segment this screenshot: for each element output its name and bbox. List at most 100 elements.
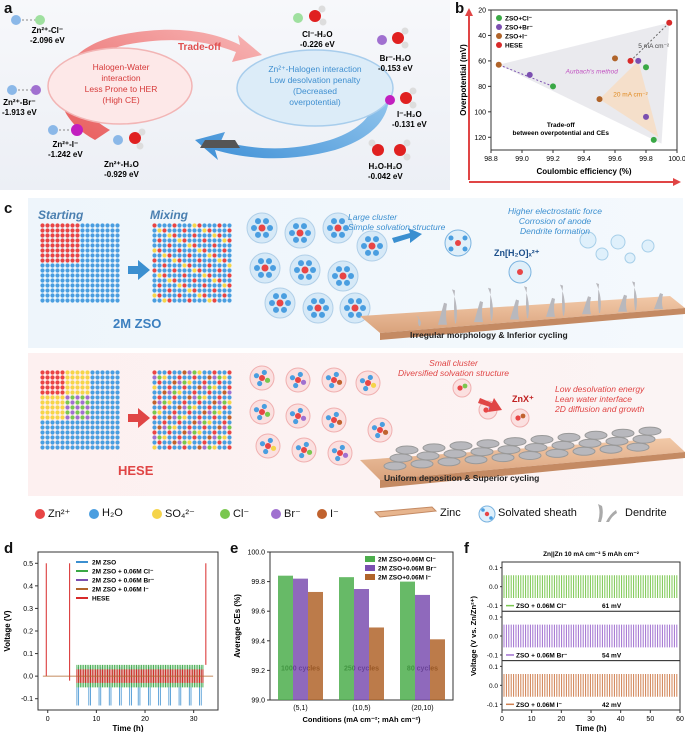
legend-sheath: Solvated sheath [498,507,577,519]
ion-dot [217,263,222,268]
ion-dot [182,293,187,298]
ion-dot [115,253,120,258]
ion-dot [157,400,162,405]
ion-dot [90,415,95,420]
ion-dot [177,253,182,258]
ion-dot [207,410,212,415]
ion-dot [192,395,197,400]
ion-dot [75,445,80,450]
ion-dot [207,405,212,410]
ion-dot [80,283,85,288]
ion-dot [172,435,177,440]
ion-dot [157,243,162,248]
zn-dot [259,409,265,415]
ion-dot [162,273,167,278]
tradeoff-label-2: between overpotential and CEs [513,130,610,137]
bar [354,589,369,700]
row-value: 42 mV [602,702,622,709]
ion-dot [115,425,120,430]
species-zn-i: Zn²⁺-I⁻-1.242 eV [48,140,83,159]
ion-dot [70,420,75,425]
ion-dot [50,278,55,283]
ion-dot [55,395,60,400]
ion-dot [95,298,100,303]
ion-dot [110,273,115,278]
ion-dot [70,390,75,395]
x-tick-label: 10 [92,716,100,723]
ion-dot [227,430,232,435]
ion-dot [187,293,192,298]
dendrite [560,284,565,316]
ion-dot [85,278,90,283]
ion-dot [95,268,100,273]
ion-dot [90,430,95,435]
ion-dot [207,258,212,263]
ion-dot [80,263,85,268]
ion-dot [100,380,105,385]
scatter-point [666,19,673,26]
y-tick-label: 80 [478,84,486,91]
row-label: ZSO + 0.06M Cl⁻ [516,603,567,610]
x-arrow-head [673,178,681,186]
ion-dot [90,445,95,450]
species-h2o-h2o: H₂O-H₂O-0.042 eV [368,162,403,181]
ion-dot [110,445,115,450]
panel-c-svg [28,198,685,523]
ion-dot [167,415,172,420]
water-dot [448,235,454,241]
ion-dot [100,293,105,298]
ion-dot [115,400,120,405]
ion-dot [162,395,167,400]
ligand-dot [259,441,266,447]
ion-dot [157,395,162,400]
ion-dot [207,248,212,253]
ion-dot [65,283,70,288]
ion-dot [157,228,162,233]
ion-dot [167,380,172,385]
bar [400,581,415,700]
ion-dot [115,410,120,415]
ion-dot [40,283,45,288]
ion-dot [182,283,187,288]
zn-br-molecule-icon [7,85,41,95]
ion-dot [167,375,172,380]
ion-dot [110,410,115,415]
ion-dot [172,238,177,243]
ion-dot [55,435,60,440]
ion-dot [207,435,212,440]
ion-dot [212,263,217,268]
y-tick-label: 0.1 [489,565,498,572]
ion-dot [157,263,162,268]
ion-dot [222,425,227,430]
ion-dot [115,278,120,283]
ion-dot [50,430,55,435]
ion-dot [55,288,60,293]
ion-dot [115,223,120,228]
ion-dot [207,395,212,400]
ion-dot [70,395,75,400]
ion-dot [55,253,60,258]
ion-dot [75,268,80,273]
zn-dot [483,407,489,413]
ion-dot [100,410,105,415]
flat-deposit [551,440,575,450]
ion-dot [115,370,120,375]
ion-dot [212,410,217,415]
ion-dot [55,243,60,248]
ion-dot [172,283,177,288]
ion-dot [177,293,182,298]
x-axis-label: Coulombic efficiency (%) [536,167,631,176]
ion-dot [85,420,90,425]
ion-dot [70,400,75,405]
ion-dot [217,253,222,258]
ion-dot [172,293,177,298]
ion-dot [50,385,55,390]
y-tick-label: 60 [478,58,486,65]
ion-dot [222,228,227,233]
water-dot [360,305,366,311]
ion-dot [192,273,197,278]
ion-dot [192,400,197,405]
ion-dot [50,243,55,248]
